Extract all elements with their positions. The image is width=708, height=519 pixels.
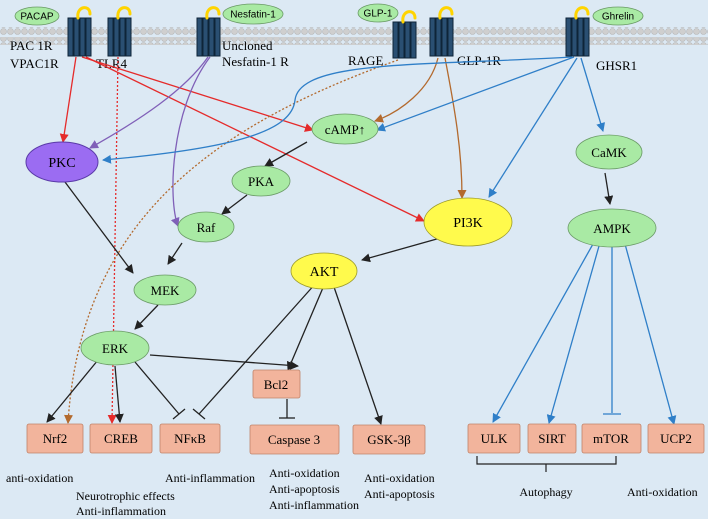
effect-nfkb: Anti-inflammation xyxy=(165,471,255,485)
target-bcl2: Bcl2 xyxy=(252,369,301,399)
effect-creb-2: Anti-inflammation xyxy=(76,504,166,518)
svg-text:UCP2: UCP2 xyxy=(660,431,692,446)
ligand-pacap: PACAP xyxy=(14,6,60,26)
node-pi3k: PI3K xyxy=(423,197,513,247)
effect-caspase-3: Anti-inflammation xyxy=(269,498,359,512)
cell-membrane xyxy=(0,27,708,45)
receptor-ghsr1 xyxy=(565,17,590,57)
ligand-ghrelin: Ghrelin xyxy=(592,6,644,26)
svg-text:PACAP: PACAP xyxy=(20,12,53,23)
receptor-tlr4 xyxy=(107,17,132,57)
arrows-ghsr1 xyxy=(102,56,606,198)
receptor-pac1r xyxy=(67,17,92,57)
effect-caspase-2: Anti-apoptosis xyxy=(269,482,340,496)
effect-caspase-1: Anti-oxidation xyxy=(269,466,340,480)
svg-text:Nrf2: Nrf2 xyxy=(43,431,68,446)
receptor-rage xyxy=(392,21,417,59)
node-mek: MEK xyxy=(133,274,197,306)
target-gsk3b: GSK-3β xyxy=(352,424,426,455)
arrows-nesfatin xyxy=(89,56,211,227)
svg-text:PKA: PKA xyxy=(248,174,275,189)
autophagy-bracket xyxy=(476,456,617,472)
svg-text:Bcl2: Bcl2 xyxy=(264,377,289,392)
label-nesfatin-r: Nesfatin-1 R xyxy=(222,54,289,69)
effect-gsk-2: Anti-apoptosis xyxy=(364,487,435,501)
label-glp1r: GLP-1R xyxy=(457,53,501,68)
target-caspase3: Caspase 3 xyxy=(249,424,340,455)
target-creb: CREB xyxy=(89,423,153,454)
svg-text:cAMP↑: cAMP↑ xyxy=(325,122,365,137)
svg-text:CREB: CREB xyxy=(104,431,138,446)
node-camp: cAMP↑ xyxy=(311,113,379,145)
svg-text:SIRT: SIRT xyxy=(538,431,565,446)
label-ghsr1: GHSR1 xyxy=(596,58,637,73)
inhibitions-black xyxy=(134,282,317,420)
effect-creb-1: Neurotrophic effects xyxy=(76,489,175,503)
svg-text:GLP-1: GLP-1 xyxy=(364,9,393,20)
receptor-glp1r xyxy=(429,17,454,57)
effect-autophagy: Autophagy xyxy=(519,485,572,499)
arrow-rage-nrf2 xyxy=(64,59,399,424)
ligand-glp1: GLP-1 xyxy=(357,3,399,23)
svg-text:mTOR: mTOR xyxy=(593,431,629,446)
svg-text:ULK: ULK xyxy=(481,431,508,446)
node-pka: PKA xyxy=(231,165,291,197)
receptor-loops xyxy=(76,6,590,24)
arrows-pac1r xyxy=(59,56,425,222)
svg-text:PKC: PKC xyxy=(48,156,75,171)
effect-nrf2: anti-oxidation xyxy=(6,471,73,485)
receptor-nesfatin xyxy=(196,17,221,57)
node-ampk: AMPK xyxy=(567,208,657,248)
svg-text:Raf: Raf xyxy=(197,220,216,235)
svg-text:GSK-3β: GSK-3β xyxy=(367,432,411,447)
effect-ucp2: Anti-oxidation xyxy=(627,485,698,499)
svg-text:CaMK: CaMK xyxy=(591,145,627,160)
ligand-nesfatin: Nesfatin-1 xyxy=(222,3,284,25)
target-ucp2: UCP2 xyxy=(647,423,705,454)
label-tlr4: TLR4 xyxy=(96,56,128,71)
effect-gsk-1: Anti-oxidation xyxy=(364,471,435,485)
svg-text:AKT: AKT xyxy=(310,265,339,280)
svg-text:Caspase 3: Caspase 3 xyxy=(268,432,320,447)
svg-text:ERK: ERK xyxy=(102,341,129,356)
node-raf: Raf xyxy=(177,211,235,243)
svg-text:AMPK: AMPK xyxy=(593,221,631,236)
node-erk: ERK xyxy=(80,330,150,366)
label-uncloned: Uncloned xyxy=(222,38,273,53)
svg-text:MEK: MEK xyxy=(151,283,181,298)
label-pac1r: PAC 1R xyxy=(10,38,53,53)
arrows-black xyxy=(46,141,614,425)
svg-text:Nesfatin-1: Nesfatin-1 xyxy=(230,10,276,21)
node-camk: CaMK xyxy=(575,134,643,170)
svg-text:NFκB: NFκB xyxy=(174,431,206,446)
arrows-ampk xyxy=(492,243,677,425)
target-ulk: ULK xyxy=(467,423,521,454)
target-sirt: SIRT xyxy=(527,423,577,454)
arrows-glp1r xyxy=(374,57,467,199)
svg-text:PI3K: PI3K xyxy=(453,216,483,231)
target-mtor: mTOR xyxy=(581,423,642,454)
node-akt: AKT xyxy=(290,252,358,290)
node-pkc: PKC xyxy=(25,141,99,183)
target-nrf2: Nrf2 xyxy=(26,423,84,454)
svg-text:Ghrelin: Ghrelin xyxy=(602,12,634,23)
label-rage: RAGE xyxy=(348,53,383,68)
target-nfkb: NFκB xyxy=(159,423,221,454)
label-vpac1r: VPAC1R xyxy=(10,56,59,71)
